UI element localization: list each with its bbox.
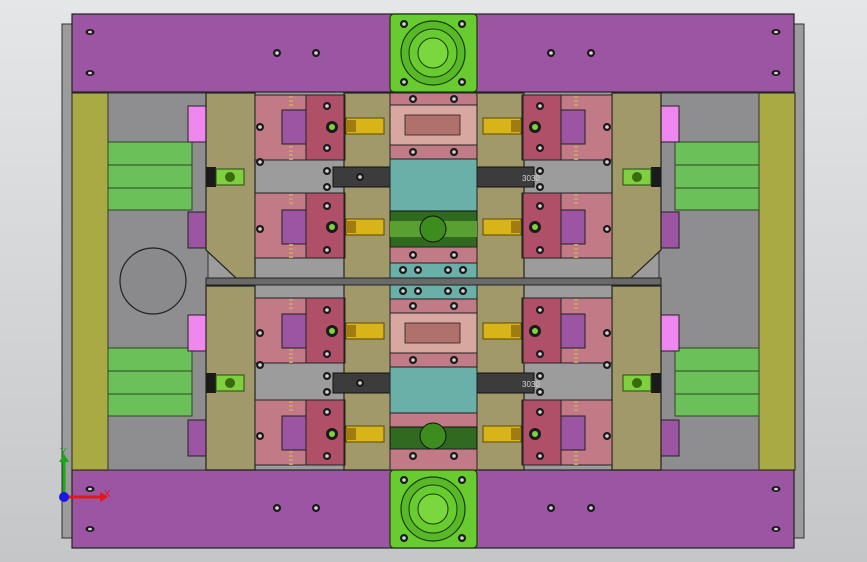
right-rail <box>758 92 796 471</box>
ejector-hole <box>119 247 187 315</box>
guide-bars <box>107 141 760 417</box>
y-axis-label: Y <box>60 447 67 458</box>
left-slider-assemblies <box>254 94 385 466</box>
side-cylinders <box>206 167 661 393</box>
slider-unit <box>482 297 613 364</box>
z-axis-dot <box>59 492 69 502</box>
slider-unit <box>254 297 385 364</box>
stamp-label: 3030 <box>522 174 540 183</box>
x-axis-label: X <box>104 489 111 500</box>
slider-unit <box>254 192 385 259</box>
left-rail <box>71 92 109 471</box>
bottom-gear-motor <box>389 469 478 549</box>
coordinate-triad: X Y <box>59 447 111 502</box>
slider-unit <box>482 94 613 161</box>
slider-unit <box>254 399 385 466</box>
stamp-label: 3030 <box>522 380 540 389</box>
center-cavity-column <box>389 92 478 471</box>
parting-line <box>205 277 662 286</box>
slider-unit <box>482 192 613 259</box>
slide-bars: 3030 3030 <box>332 166 540 394</box>
slider-unit <box>254 94 385 161</box>
slider-unit <box>482 399 613 466</box>
top-gear-motor <box>389 13 478 93</box>
end-stops <box>187 105 680 457</box>
right-slider-assemblies <box>482 94 613 466</box>
